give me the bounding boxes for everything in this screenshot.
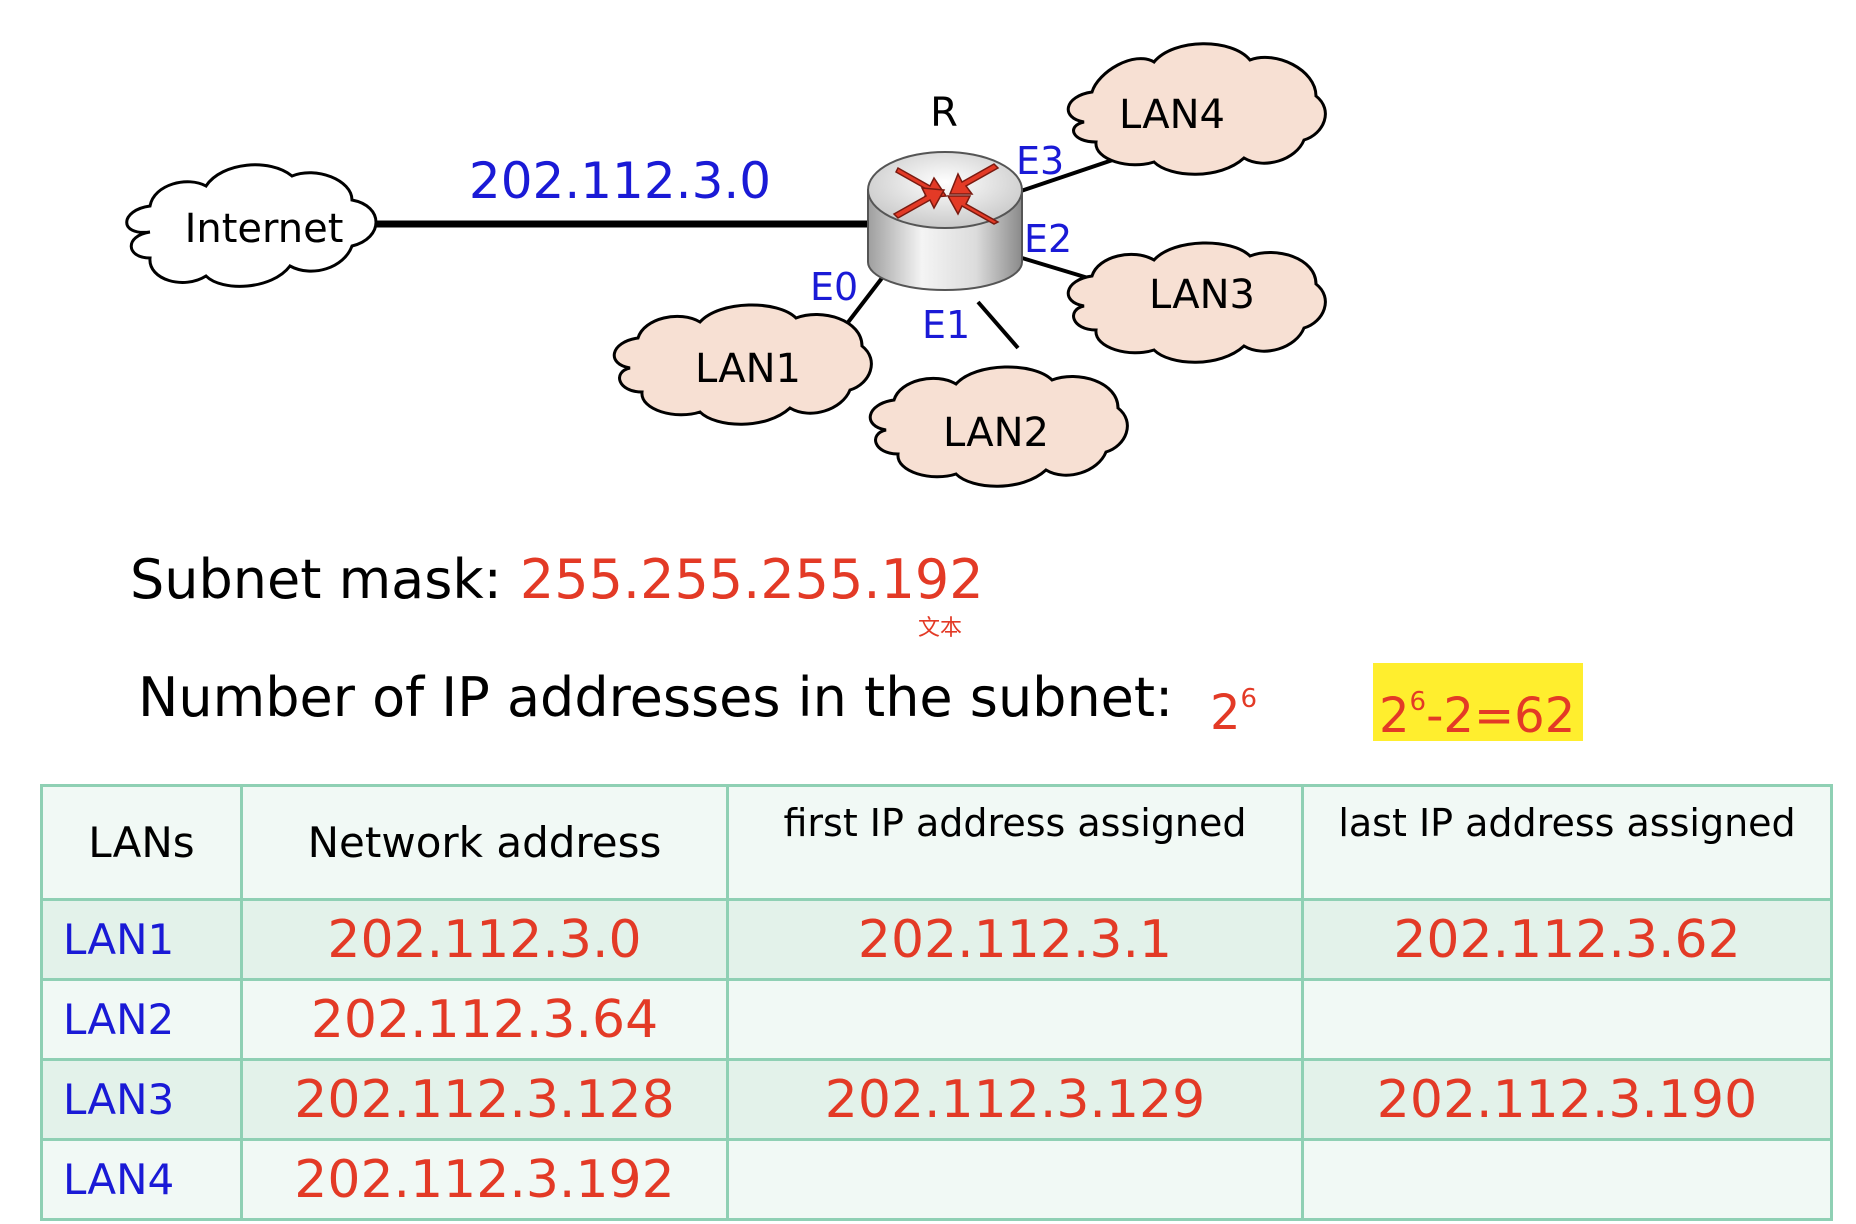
router-arrows-icon (892, 163, 1000, 225)
last-ip-cell (1301, 1138, 1833, 1221)
network-address-cell: 202.112.3.0 (240, 898, 729, 981)
e0-label: E0 (810, 265, 858, 309)
last-ip-cell (1301, 978, 1833, 1061)
router-label: R (930, 90, 958, 136)
e1-label: E1 (922, 303, 970, 347)
header-last-ip: last IP address assigned (1301, 784, 1833, 901)
link-address-label: 202.112.3.0 (469, 152, 771, 210)
network-address-cell: 202.112.3.192 (240, 1138, 729, 1221)
power-exponent: 6 (1240, 684, 1258, 714)
lan4-cloud: LAN4 (1066, 42, 1327, 176)
header-first-ip: first IP address assigned (726, 784, 1304, 901)
power-base: 2 (1210, 685, 1241, 741)
table-row: LAN3 202.112.3.128 202.112.3.129 202.112… (40, 1058, 1833, 1141)
text-placeholder-note: 文本 (918, 616, 963, 641)
lan1-cloud: LAN1 (612, 303, 873, 426)
lan2-cloud: LAN2 (868, 365, 1129, 488)
total-addresses-power: 26 (1210, 684, 1257, 741)
lan3-cloud: LAN3 (1066, 241, 1327, 364)
subnet-allocation-table: LANs Network address first IP address as… (40, 784, 1833, 1221)
lan4-label: LAN4 (1119, 92, 1225, 138)
first-ip-cell: 202.112.3.1 (726, 898, 1304, 981)
usable-base: 2 (1379, 688, 1410, 744)
lan2-label: LAN2 (943, 410, 1049, 456)
e1-link (976, 300, 1020, 350)
lan1-label: LAN1 (695, 346, 801, 392)
subnet-mask-line: Subnet mask: 255.255.255.192 (130, 548, 984, 611)
usable-addresses-highlight: 26-2=62 (1373, 663, 1583, 744)
header-network-address: Network address (240, 784, 729, 901)
first-ip-cell (726, 1138, 1304, 1221)
e2-label: E2 (1024, 217, 1072, 261)
internet-label: Internet (185, 206, 344, 252)
last-ip-cell: 202.112.3.190 (1301, 1058, 1833, 1141)
network-address-cell: 202.112.3.128 (240, 1058, 729, 1141)
e3-label: E3 (1016, 139, 1064, 183)
lan-name-cell: LAN3 (40, 1058, 243, 1141)
table-row: LAN2 202.112.3.64 (40, 978, 1833, 1061)
lan3-label: LAN3 (1149, 272, 1255, 318)
table-row: LAN4 202.112.3.192 (40, 1138, 1833, 1221)
network-diagram: Internet LAN1 LAN2 LAN3 LAN4 R 202.112.3… (125, 42, 1327, 488)
subnet-mask-value: 255.255.255.192 (519, 548, 984, 611)
internet-cloud: Internet (125, 163, 378, 288)
first-ip-cell: 202.112.3.129 (726, 1058, 1304, 1141)
lan-name-cell: LAN4 (40, 1138, 243, 1221)
table-row: LAN1 202.112.3.0 202.112.3.1 202.112.3.6… (40, 898, 1833, 981)
usable-exponent: 6 (1409, 687, 1427, 717)
lan-name-cell: LAN2 (40, 978, 243, 1061)
ip-count-label: Number of IP addresses in the subnet: (138, 666, 1174, 729)
usable-rest: -2=62 (1426, 688, 1576, 744)
last-ip-cell: 202.112.3.62 (1301, 898, 1833, 981)
router: R (867, 90, 1023, 291)
table-header-row: LANs Network address first IP address as… (40, 784, 1833, 901)
subnet-mask-label: Subnet mask: (130, 548, 502, 611)
header-lans: LANs (40, 784, 243, 901)
lan-name-cell: LAN1 (40, 898, 243, 981)
first-ip-cell (726, 978, 1304, 1061)
network-address-cell: 202.112.3.64 (240, 978, 729, 1061)
